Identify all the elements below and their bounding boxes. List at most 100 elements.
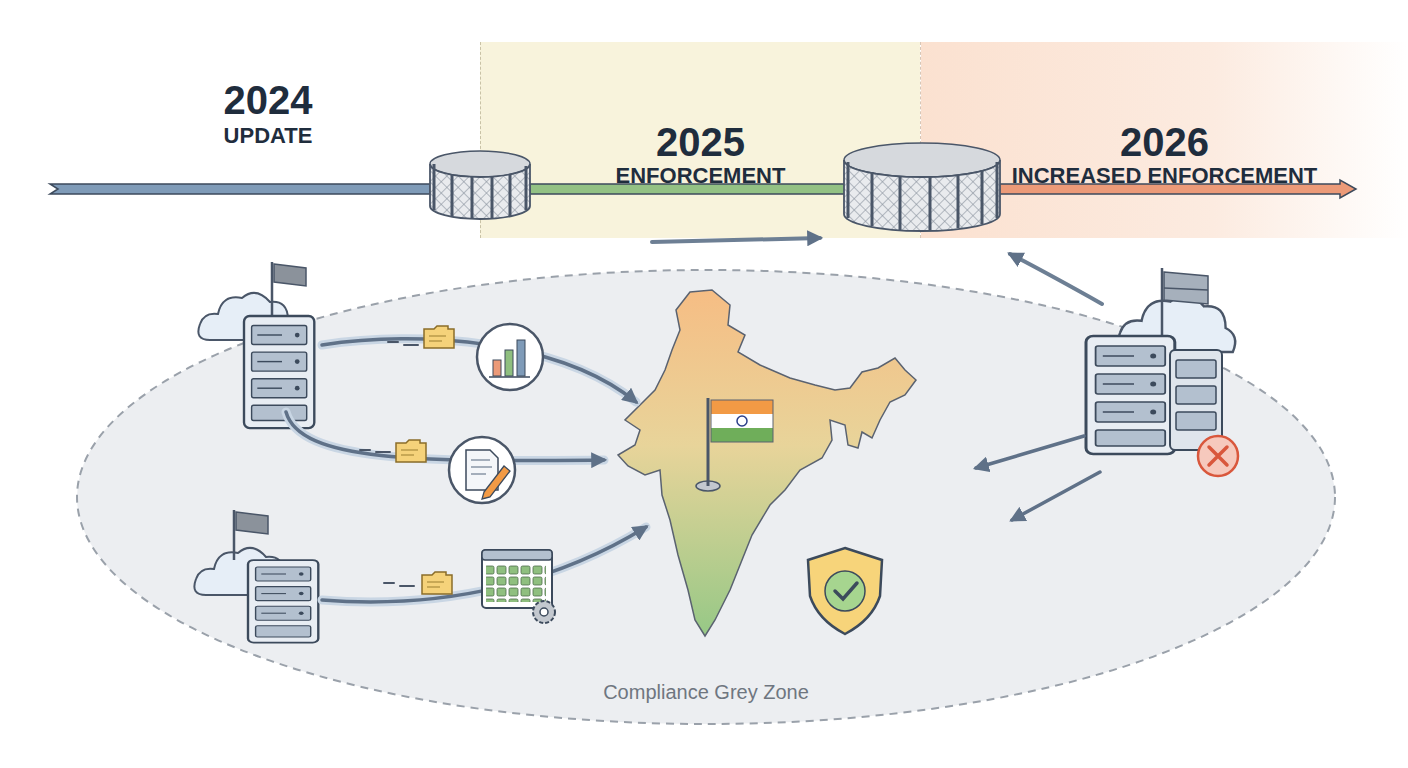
illustration-part	[1164, 272, 1208, 304]
document-icon	[449, 437, 515, 503]
illustration-part	[482, 550, 552, 608]
illustration-part	[981, 170, 984, 224]
zone-ellipse	[77, 270, 1335, 724]
illustration-part	[471, 459, 490, 461]
illustration-part	[244, 316, 314, 428]
illustration-part	[248, 560, 318, 643]
illustration-part	[471, 177, 474, 219]
illustration-part	[493, 360, 501, 376]
folder-icon	[396, 326, 454, 594]
illustration-part	[711, 400, 773, 442]
illustration-part	[711, 414, 773, 428]
node-heading: 2025	[656, 122, 745, 162]
illustration-part	[530, 184, 850, 194]
illustration-part	[871, 172, 874, 226]
illustration-part	[482, 550, 552, 560]
data-flow	[286, 339, 1100, 602]
illustration-part	[1209, 447, 1227, 465]
illustration-part	[433, 164, 436, 210]
illustration-part	[1010, 254, 1102, 304]
illustration-part	[996, 162, 999, 218]
illustration-part	[1176, 360, 1216, 378]
illustration-part	[400, 585, 414, 587]
illustration-part	[618, 290, 916, 636]
blocked-server	[1086, 268, 1238, 476]
illustration-part	[533, 601, 555, 623]
illustration-part	[486, 564, 546, 602]
node-heading: Compliance Grey Zone	[603, 680, 809, 704]
node-subtitle: ENFORCEMENT	[616, 164, 786, 188]
illustration-part	[396, 440, 426, 462]
illustration-part	[848, 162, 997, 231]
illustration-part	[430, 164, 530, 219]
illustration-part	[286, 339, 1100, 602]
chart-icon	[477, 324, 543, 390]
flow-arrow	[652, 238, 1102, 304]
illustration-part	[286, 412, 604, 461]
illustration-part	[471, 473, 486, 475]
illustration-part	[477, 324, 543, 390]
illustration-part	[1164, 288, 1208, 290]
illustration-part	[360, 342, 418, 586]
illustration-part	[995, 180, 1356, 198]
illustration-part	[471, 460, 492, 474]
illustration-part	[737, 416, 747, 426]
fence-ring	[430, 151, 530, 219]
illustration-part	[424, 326, 454, 348]
illustration-part	[482, 466, 510, 499]
illustration-part	[449, 437, 515, 503]
phase-label: UPDATE	[58, 124, 478, 148]
illustration-part	[451, 174, 454, 216]
illustration-part	[825, 571, 865, 611]
timeline	[50, 180, 1356, 198]
illustration-part	[274, 264, 306, 286]
illustration-part	[899, 176, 902, 230]
illustration-part	[1198, 436, 1238, 476]
illustration-part	[1170, 350, 1222, 450]
node-subtitle: INCREASED ENFORCEMENT	[1012, 164, 1318, 188]
illustration-part	[471, 466, 492, 468]
illustration-part	[422, 572, 452, 594]
server-cloud	[194, 510, 318, 643]
illustration-part	[434, 164, 526, 219]
illustration-part	[652, 238, 820, 242]
illustration-part	[711, 400, 773, 414]
illustration-part	[360, 449, 370, 451]
illustration-part	[233, 510, 236, 560]
illustration-part	[540, 608, 548, 616]
illustration-part	[1176, 412, 1216, 430]
illustration-part	[491, 177, 494, 219]
illustration-part	[1176, 360, 1216, 430]
illustration-part	[1161, 268, 1164, 340]
illustration-part	[707, 398, 710, 486]
calendar-icon	[482, 550, 555, 623]
illustration-part	[517, 340, 525, 376]
illustration-part	[286, 339, 646, 602]
illustration-part	[50, 184, 430, 194]
server-cloud	[198, 262, 314, 428]
illustration-part	[236, 512, 268, 534]
year-label: 2024	[58, 80, 478, 120]
illustration-part	[835, 583, 857, 599]
node-heading: 2026	[1120, 122, 1209, 162]
illustration-part	[489, 376, 530, 378]
illustration-part	[976, 436, 1084, 468]
illustration-part	[384, 582, 394, 584]
illustration-part	[844, 160, 1000, 231]
illustration-part	[847, 162, 850, 218]
illustration-part	[1086, 336, 1175, 454]
illustration-part	[404, 344, 418, 346]
illustration-part	[711, 428, 773, 442]
illustration-part	[525, 166, 528, 210]
fence-ring	[844, 143, 1000, 231]
illustration-part	[376, 451, 390, 453]
illustration-part	[388, 341, 398, 343]
illustration-part	[808, 548, 882, 634]
illustration-part	[929, 177, 932, 231]
illustration-part	[509, 174, 512, 216]
illustration-part	[957, 175, 960, 228]
illustration-part	[271, 262, 274, 318]
illustration-part	[1176, 386, 1216, 404]
illustration-part	[1012, 472, 1100, 520]
